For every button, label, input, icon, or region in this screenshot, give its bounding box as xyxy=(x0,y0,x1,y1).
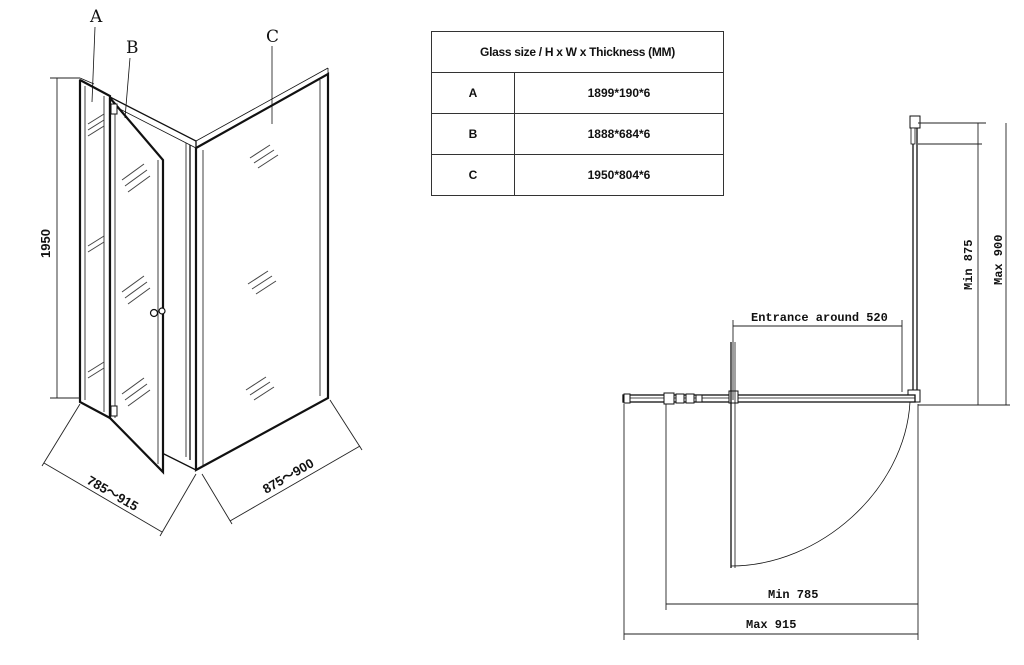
panel-a xyxy=(78,77,112,420)
dimension-min-875: Min 875 xyxy=(962,240,976,290)
row-value: 1950*804*6 xyxy=(514,154,724,196)
door-hinge-top xyxy=(110,103,118,115)
dimension-entrance: Entrance around 520 xyxy=(751,311,888,325)
plan-entrance-dimension: Entrance around 520 xyxy=(732,311,903,400)
label-panel-c: C xyxy=(266,27,279,47)
row-label: C xyxy=(431,154,515,196)
plan-view: Min 875 Max 900 Entrance around 520 Min … xyxy=(622,115,1010,640)
plan-height-dimensions: Min 875 Max 900 xyxy=(918,122,1010,406)
plan-side-panel xyxy=(907,115,921,403)
table-row: B 1888*684*6 xyxy=(431,113,724,155)
glass-size-table: Glass size / H x W x Thickness (MM) A 18… xyxy=(431,31,724,196)
row-value: 1899*190*6 xyxy=(514,72,724,114)
row-label: A xyxy=(431,72,515,114)
plan-door-swing xyxy=(730,342,911,568)
door-hinge-bottom xyxy=(110,405,118,417)
panel-callouts: A B C xyxy=(89,7,279,124)
row-label: B xyxy=(431,113,515,155)
table-row: A 1899*190*6 xyxy=(431,72,724,114)
table-header-row: Glass size / H x W x Thickness (MM) xyxy=(431,31,724,73)
row-value: 1888*684*6 xyxy=(514,113,724,155)
dimension-min-785: Min 785 xyxy=(768,588,818,602)
panel-c xyxy=(194,67,330,472)
table-row: C 1950*804*6 xyxy=(431,154,724,196)
door-handle-knob xyxy=(149,307,166,318)
label-panel-b: B xyxy=(126,38,139,58)
dimension-front-width: 785～915 xyxy=(85,473,141,514)
label-panel-a: A xyxy=(89,7,103,27)
isometric-view: A B C 1950 785～915 875～900 xyxy=(38,7,363,537)
panel-b-door xyxy=(108,96,166,475)
dimension-max-900: Max 900 xyxy=(992,235,1006,285)
height-dimension: 1950 xyxy=(38,77,80,399)
table-header: Glass size / H x W x Thickness (MM) xyxy=(431,31,724,73)
glass-reflection-marks-b xyxy=(121,163,151,407)
plan-front-panel xyxy=(622,390,916,405)
dimension-max-915: Max 915 xyxy=(746,618,796,632)
glass-reflection-marks-a xyxy=(87,113,105,379)
dimension-height: 1950 xyxy=(38,229,53,258)
corner-post xyxy=(107,95,197,471)
plan-width-dimensions: Min 785 Max 915 xyxy=(623,404,919,640)
glass-reflection-marks-c xyxy=(245,144,279,401)
